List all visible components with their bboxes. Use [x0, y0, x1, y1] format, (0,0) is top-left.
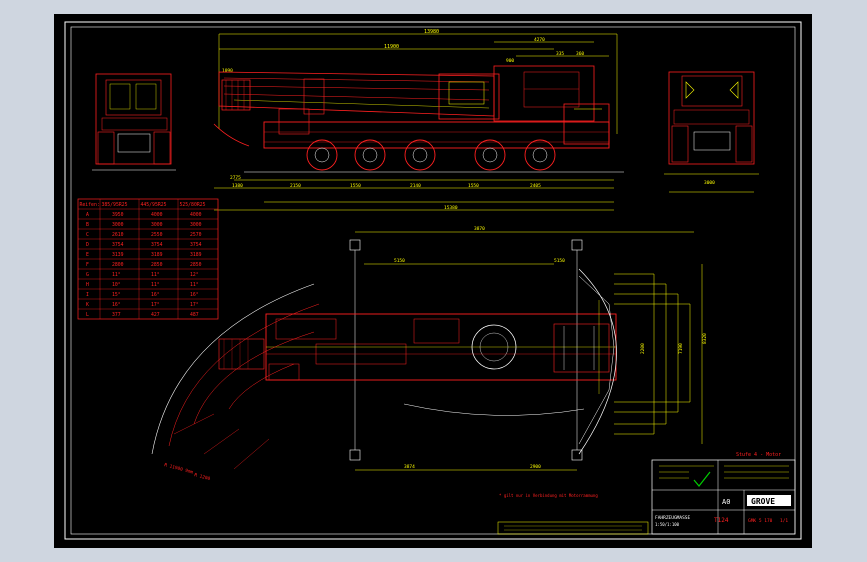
table-cell: 15°	[112, 292, 121, 298]
table-cell: 2610	[112, 232, 124, 238]
note-text: * gilt nur in Verbindung mit Motorrammun…	[499, 493, 598, 498]
plan-view: 3870 5150 5150 2200 7190 8320	[151, 226, 708, 482]
table-cell: E	[86, 252, 89, 258]
table-cell: 3754	[190, 242, 202, 248]
table-cell: 3189	[151, 252, 163, 258]
dim-bottom-3: 1550	[350, 183, 361, 189]
table-header-cell: Reifen:	[80, 202, 100, 208]
table-cell: 2570	[190, 232, 202, 238]
table-cell: 11°	[151, 282, 160, 288]
drawing-border-inner	[70, 26, 796, 535]
dim-bottom-5: 1550	[468, 183, 479, 189]
dim-radius-label-2: R 1200	[193, 472, 211, 482]
dim-bottom-4: 2140	[410, 183, 421, 189]
dim-plan-vertical-2: 8320	[702, 333, 708, 344]
table-cell: 4000	[151, 212, 163, 218]
dim-bottom-2: 2150	[290, 183, 301, 189]
table-cell: 17°	[151, 302, 160, 308]
dim-outrigger-span-2: 5150	[554, 258, 565, 264]
table-cell: A	[86, 212, 89, 218]
dim-top-right-3: 360	[576, 51, 584, 57]
table-cell: 4000	[190, 212, 202, 218]
side-elevation-view: 13980 11900 4270 335 360 900 1090	[213, 29, 624, 211]
dim-outrigger-span: 5150	[394, 258, 405, 264]
table-cell: 3000	[112, 222, 124, 228]
model-label: T124	[714, 517, 729, 524]
dim-bottom-6: 2405	[530, 183, 541, 189]
table-cell: 3950	[112, 212, 124, 218]
table-cell: 3000	[190, 222, 202, 228]
front-view-left	[92, 73, 176, 171]
dim-overall-length: 13980	[424, 29, 439, 35]
table-cell: D	[86, 242, 89, 248]
table-cell: 487	[190, 312, 199, 318]
drawing-scale: 1:50/1:100	[655, 522, 680, 527]
table-cell: G	[86, 272, 89, 278]
company-logo: GROVE	[751, 497, 775, 506]
dim-front-width: 2775	[230, 175, 241, 181]
table-cell: F	[86, 262, 89, 268]
table-cell: 16°	[112, 302, 121, 308]
rear-view-right: 3000	[664, 71, 759, 193]
table-cell: 2550	[151, 232, 163, 238]
table-header-cell: 445/95R25	[141, 202, 167, 208]
dim-side-width: 3000	[704, 180, 715, 186]
dim-plan-bottom-2: 2900	[530, 464, 541, 470]
table-cell: 11°	[112, 272, 121, 278]
table-cell: H	[86, 282, 89, 288]
table-cell: 17°	[190, 302, 199, 308]
check-mark-icon	[693, 471, 711, 487]
table-cell: 3000	[151, 222, 163, 228]
dim-top-left-small: 1090	[222, 68, 233, 74]
table-header-cell: 385/95R25	[102, 202, 128, 208]
dim-plan-vertical-3: 2200	[640, 343, 646, 354]
title-block: FAHRZEUGMASSE 1:50/1:100 T124 A0 GROVE G…	[497, 459, 796, 535]
table-cell: 2850	[190, 262, 202, 268]
table-cell: L	[86, 312, 89, 318]
table-header-cell: 525/80R25	[180, 202, 206, 208]
format-label: A0	[722, 498, 730, 506]
table-cell: 377	[112, 312, 121, 318]
table-cell: K	[86, 302, 89, 308]
table-cell: 11°	[151, 272, 160, 278]
table-cell: 3754	[112, 242, 124, 248]
table-cell: 2800	[112, 262, 124, 268]
dim-overall-bottom: 15380	[444, 205, 458, 211]
table-cell: 10°	[112, 282, 121, 288]
dim-plan-vertical-1: 7190	[678, 343, 684, 354]
drawing-border-outer	[64, 21, 802, 540]
sheet-number: 1/1	[780, 518, 788, 524]
dim-top-right-1: 4270	[534, 37, 545, 43]
drawing-number: GMK 5 170	[748, 518, 773, 524]
table-cell: 11°	[190, 282, 199, 288]
dim-bottom-1: 1380	[232, 183, 243, 189]
table-cell: 2850	[151, 262, 163, 268]
stage-label: Stufe 4 - Motor	[736, 452, 781, 458]
table-cell: 16°	[190, 292, 199, 298]
table-cell: 16°	[151, 292, 160, 298]
table-cell: 3139	[112, 252, 124, 258]
dim-top-right-4: 900	[506, 58, 514, 64]
table-cell: C	[86, 232, 89, 238]
dim-radius-label: R 11900 9mm	[163, 462, 194, 476]
table-cell: 12°	[190, 272, 199, 278]
dim-top-right-2: 335	[556, 51, 564, 57]
company-logo-box	[747, 495, 791, 506]
dim-plan-bottom-1: 3874	[404, 464, 415, 470]
dim-boom-length: 11900	[384, 44, 399, 50]
cad-drawing-canvas[interactable]: 13980 11900 4270 335 360 900 1090	[54, 14, 812, 548]
table-cell: B	[86, 222, 89, 228]
dim-plan-top: 3870	[474, 226, 485, 232]
drawing-title: FAHRZEUGMASSE	[655, 515, 691, 521]
table-cell: I	[86, 292, 89, 298]
table-cell: 427	[151, 312, 160, 318]
table-cell: 3754	[151, 242, 163, 248]
table-cell: 3189	[190, 252, 202, 258]
